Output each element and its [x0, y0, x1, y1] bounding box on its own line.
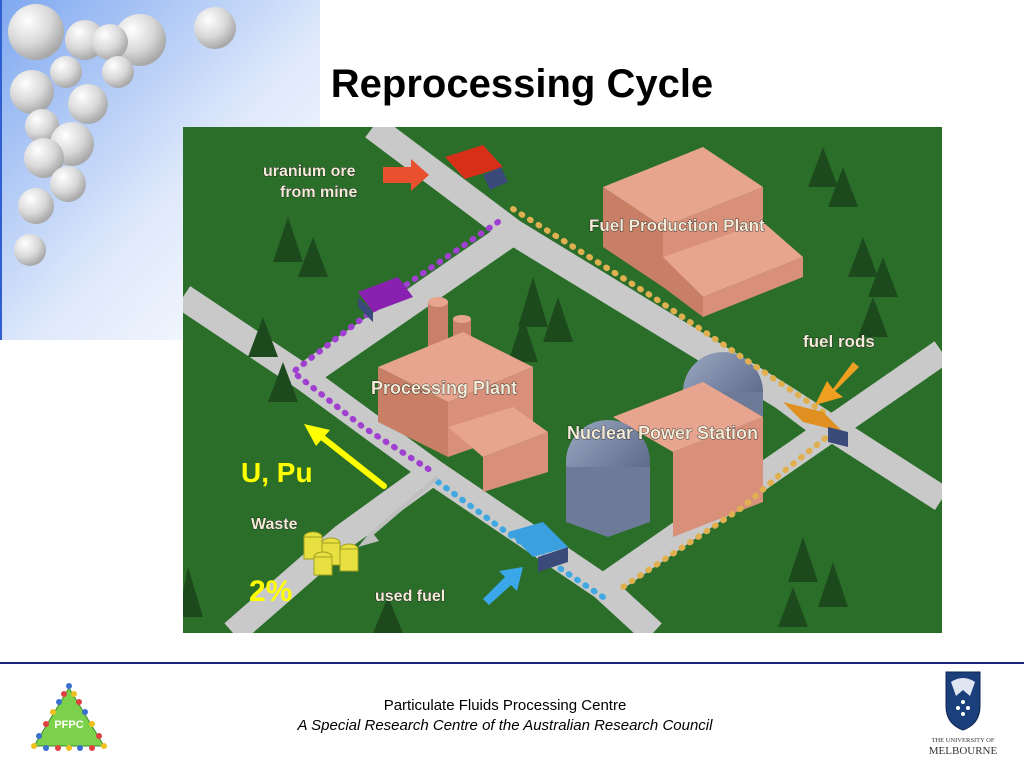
annotation-u-pu: U, Pu [241, 457, 313, 488]
footer-divider [0, 662, 1024, 664]
fuel-production-plant [603, 147, 803, 317]
label-fuel-production-plant: Fuel Production Plant [589, 216, 765, 235]
label-processing-plant: Processing Plant [371, 378, 517, 398]
waste-barrels [303, 531, 359, 576]
processing-plant [378, 297, 548, 492]
footer-centre-name: Particulate Fluids Processing Centre [383, 697, 627, 714]
reprocessing-cycle-illustration: uranium ore from mine Fuel Production Pl… [183, 127, 942, 633]
truck-used-fuel [508, 522, 568, 572]
label-ore-line1: uranium ore [263, 163, 356, 180]
truck-purple [358, 277, 413, 322]
university-of-melbourne-logo: THE UNIVERSITY OF MELBOURNE [929, 671, 998, 757]
label-waste: Waste [251, 516, 298, 533]
footer-centre-subtitle: A Special Research Centre of the Austral… [297, 717, 713, 734]
slide-title: Reprocessing Cycle [330, 62, 714, 106]
nuclear-power-station [566, 352, 763, 537]
truck-fuel-rods [783, 402, 848, 447]
label-fuel-rods: fuel rods [803, 332, 875, 351]
unimelb-logo-line2: MELBOURNE [929, 745, 998, 757]
fuel-rods-arrow-icon [815, 362, 859, 405]
unimelb-logo-line1: THE UNIVERSITY OF [932, 737, 995, 744]
label-nuclear-power-station: Nuclear Power Station [567, 423, 758, 443]
bubbles [8, 4, 236, 266]
label-used-fuel: used fuel [375, 588, 445, 605]
used-fuel-arrow-icon [483, 567, 523, 605]
recycle-arrow-icon [304, 424, 387, 489]
label-ore-line2: from mine [280, 184, 357, 201]
trees [183, 147, 898, 633]
waste-arrow-icon [358, 475, 440, 547]
path-fresh-fuel [510, 206, 836, 590]
ore-arrow-icon [383, 159, 429, 191]
annotation-waste-percent: 2% [249, 575, 293, 608]
path-to-processing [288, 219, 501, 475]
truck-ore [445, 145, 508, 190]
pfpc-logo-text: PFPC [54, 719, 83, 731]
pfpc-logo: PFPC [31, 683, 107, 751]
